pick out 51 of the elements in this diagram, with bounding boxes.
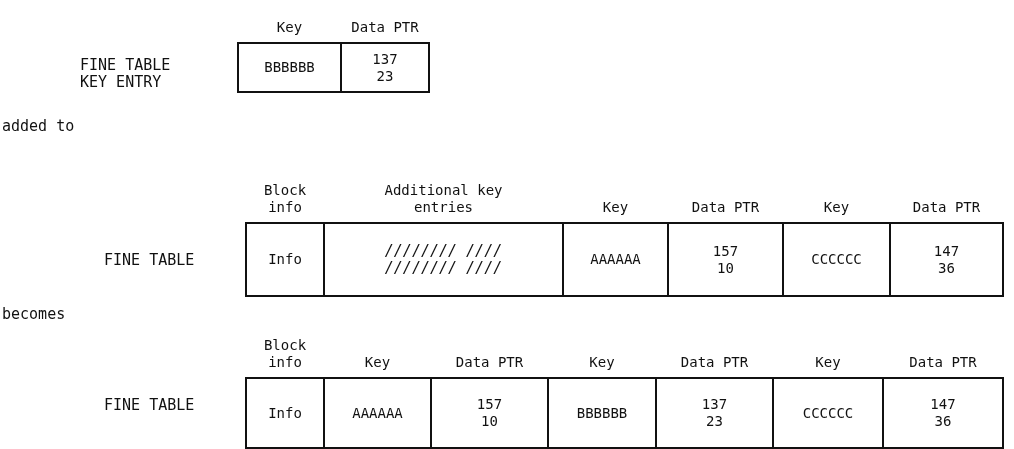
hatch-marks: //////// //// [384,259,503,277]
column-header: Additional key entries [383,181,504,216]
column-header: Key [814,353,842,371]
cell-text: 137 23 [700,396,729,430]
row-label: FINE TABLE KEY ENTRY [80,57,172,91]
column-header: Data PTR [679,353,750,371]
column-header: Data PTR [911,198,982,216]
row-label: FINE TABLE [104,252,196,269]
column-header: Data PTR [908,353,978,371]
cell-text: AAAAAA [351,404,404,422]
row-label: FINE TABLE [104,397,196,414]
cell-text: 157 10 [475,396,504,430]
cell-text: Info [267,404,303,422]
table-cell [323,377,432,449]
section-label: becomes [2,306,67,323]
column-header: Key [588,353,616,371]
table-cell [340,42,430,93]
cell-text: 147 36 [932,242,961,277]
table-cell [430,377,549,449]
table-cell [655,377,774,449]
column-header: Data PTR [690,198,761,216]
cell-text: CCCCCC [801,404,855,422]
column-header: Key [601,198,630,216]
column-header: Block info [262,336,308,371]
table-cell [237,42,342,93]
table-cell [882,377,1004,449]
hatch-marks: //////// //// [384,242,503,260]
column-header: Data PTR [454,353,525,371]
column-header: Data PTR [350,18,420,36]
table-cell [562,222,669,297]
cell-text: 137 23 [371,50,399,85]
table-cell [547,377,657,449]
cell-text: AAAAAA [589,251,642,268]
column-header: Key [363,353,392,371]
table-cell [323,222,564,297]
table-cell [782,222,891,297]
cell-text: BBBBBB [263,59,316,76]
table-cell [667,222,784,297]
column-header: Key [275,18,304,36]
cell-text: Info [267,251,303,268]
column-header: Block info [262,181,308,216]
table-cell [889,222,1004,297]
table-cell [772,377,884,449]
cell-text: 147 36 [929,396,957,430]
section-label: added to [2,118,76,135]
cell-text: BBBBBB [575,404,629,422]
column-header: Key [822,198,851,216]
cell-text: CCCCCC [810,251,863,268]
cell-text: 157 10 [711,242,740,277]
table-cell [245,377,325,449]
table-cell [245,222,325,297]
